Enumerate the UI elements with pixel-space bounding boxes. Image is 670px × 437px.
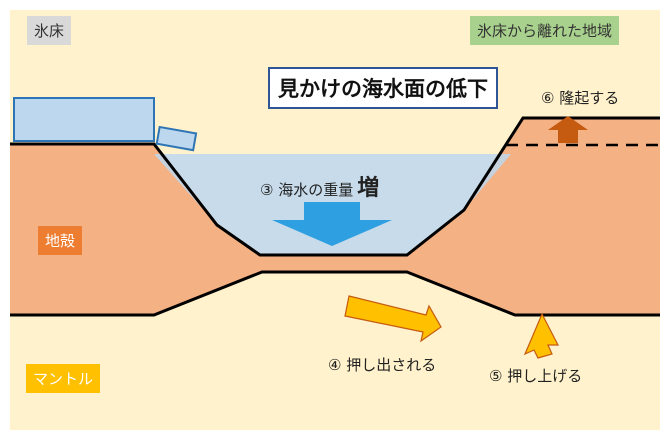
ice-sheet-block	[13, 97, 155, 142]
ice-sheet-fragment	[155, 125, 198, 152]
crust-label: 地殻	[38, 226, 83, 255]
diagram-title: 見かけの海水面の低下	[268, 67, 498, 109]
pushed-up-arrow-icon	[523, 312, 559, 359]
water-load-note: ③ 海水の重量増	[260, 170, 379, 202]
pushed-out-arrow-icon	[344, 295, 442, 343]
pushed-up-note: ⑤ 押し上げる	[489, 367, 583, 385]
far-land-label: 氷床から離れた地域	[470, 16, 620, 45]
uplift-arrow-icon	[548, 116, 588, 143]
uplift-note: ⑥ 隆起する	[541, 89, 620, 107]
pushed-out-note: ④ 押し出される	[328, 356, 437, 374]
water-load-text: ③ 海水の重量	[260, 181, 354, 199]
water-load-arrow-icon	[272, 202, 392, 246]
crust-bottom-line	[10, 270, 660, 317]
crust-top-line	[10, 116, 660, 257]
mantle-label: マントル	[26, 364, 101, 393]
water-load-emphasis: 増	[357, 176, 380, 201]
ice-sheet-label: 氷床	[27, 16, 72, 45]
